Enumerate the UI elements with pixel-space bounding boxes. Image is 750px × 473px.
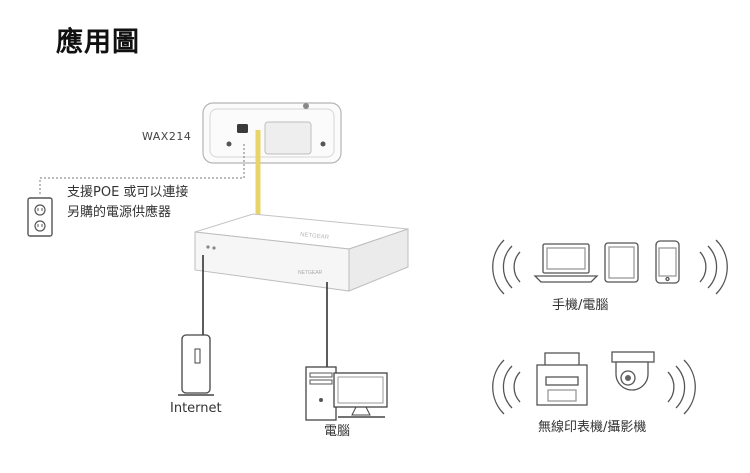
phone-pc-label: 手機/電腦 [552,294,608,313]
modem-icon [178,335,214,395]
wireless-devices-bottom [493,352,696,414]
internet-label: Internet [170,401,222,416]
outlet-icon [28,198,52,236]
access-point [203,103,341,163]
phone-icon [656,241,679,283]
printer-icon [537,353,587,405]
poe-note-line2: 另購的電源供應器 [67,203,188,223]
desktop-pc-icon [306,367,387,420]
wireless-devices-top [493,240,728,294]
tablet-icon [605,243,638,282]
switch-brand-front: NETGEAR [298,270,323,276]
printer-camera-label: 無線印表機/攝影機 [538,416,646,435]
access-point-label: WAX214 [142,130,191,143]
poe-note: 支援POE 或可以連接 另購的電源供應器 [67,183,188,223]
pc-label: 電腦 [324,420,350,439]
laptop-icon [535,244,597,282]
switch: NETGEAR NETGEAR [195,214,408,291]
poe-note-line1: 支援POE 或可以連接 [67,183,188,203]
security-camera-icon [612,352,654,390]
